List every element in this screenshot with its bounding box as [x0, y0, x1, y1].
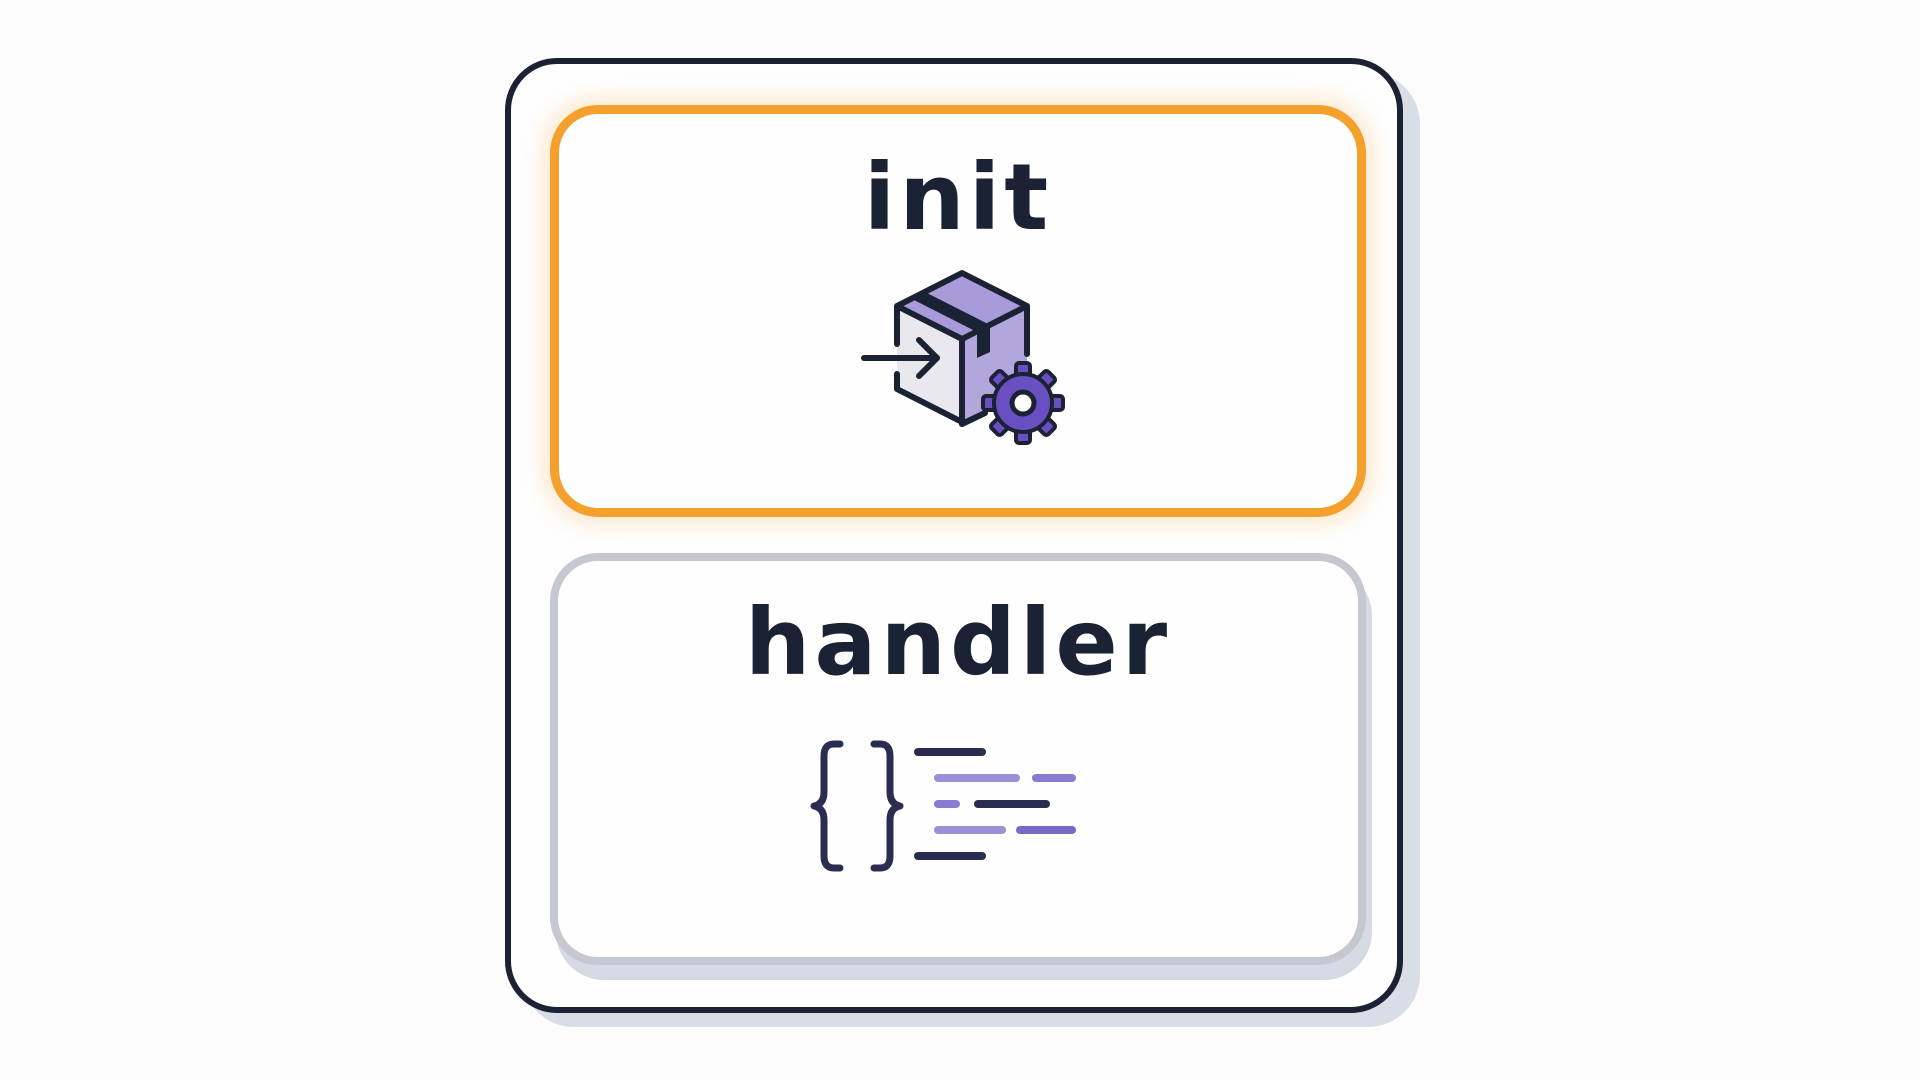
code-braces-icon [810, 740, 1076, 872]
handler-label: handler [744, 589, 1172, 696]
init-panel: init [550, 105, 1366, 517]
handler-panel: handler [550, 553, 1366, 965]
package-gear-icon [861, 270, 1065, 445]
init-label: init [863, 144, 1053, 251]
